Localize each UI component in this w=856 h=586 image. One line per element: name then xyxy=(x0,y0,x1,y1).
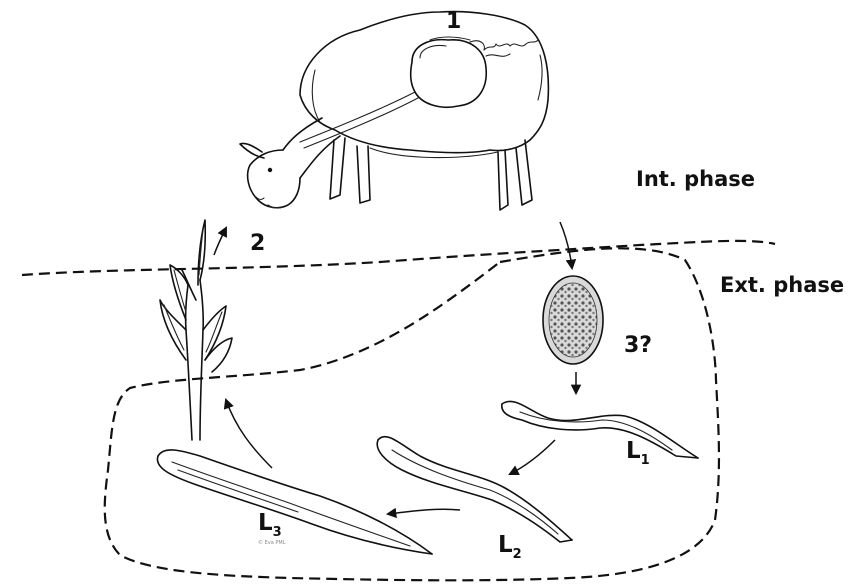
copyright-mark: © Eva PML xyxy=(258,539,286,546)
arrow-ingestion xyxy=(214,228,226,255)
phase-boundary-line xyxy=(22,241,775,275)
grass-plant xyxy=(160,220,232,440)
step-2-label: 2 xyxy=(250,231,265,256)
l3-label: L3 xyxy=(258,510,282,540)
larva-l3 xyxy=(157,450,432,554)
l1-label: L1 xyxy=(626,438,650,468)
sheep-illustration xyxy=(240,12,548,210)
l2-label: L2 xyxy=(498,532,522,562)
arrow-l3-to-grass xyxy=(226,400,272,468)
step-1-label: 1 xyxy=(446,9,461,34)
arrow-excretion xyxy=(560,222,572,268)
egg xyxy=(543,276,603,364)
larva-l1 xyxy=(502,401,698,458)
step-3-label: 3? xyxy=(624,333,652,358)
arrow-l1-to-l2 xyxy=(510,440,555,474)
arrow-l2-to-l3 xyxy=(388,509,460,514)
ext-phase-label: Ext. phase xyxy=(720,273,844,297)
external-phase-region xyxy=(105,248,719,580)
int-phase-label: Int. phase xyxy=(636,167,755,191)
